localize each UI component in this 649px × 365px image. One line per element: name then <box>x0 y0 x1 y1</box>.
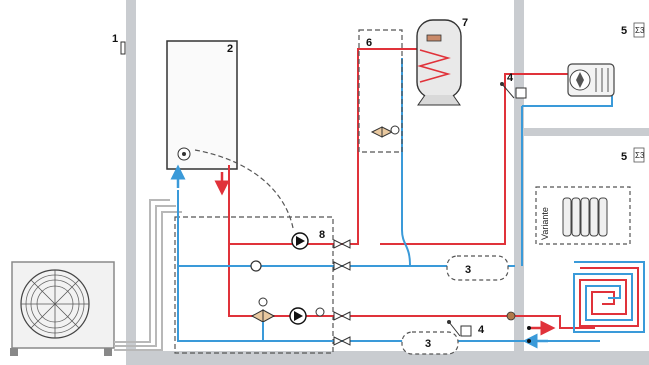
label-4-lower: 4 <box>478 324 485 336</box>
radiator-icon <box>562 197 608 237</box>
room-thermostat-lower-icon: Σ3 <box>633 147 645 163</box>
label-8: 8 <box>319 229 325 241</box>
upper-floor-slab <box>514 128 649 136</box>
cylinder-coil-icon <box>417 49 451 83</box>
boiler-to-group-dashed <box>194 149 294 229</box>
exterior-wall <box>126 0 136 365</box>
buffer-box-bottom <box>401 331 459 355</box>
building-walls <box>126 0 649 365</box>
buffer-box-top <box>446 255 509 281</box>
ball-valves <box>333 239 351 346</box>
label-2: 2 <box>227 43 233 55</box>
junction-dot-1 <box>527 326 531 330</box>
label-4-upper: 4 <box>507 72 514 84</box>
label-3-bottom: 3 <box>425 338 431 350</box>
label-5-upper: 5 <box>621 25 627 37</box>
dhw-group-box <box>358 29 403 153</box>
label-1: 1 <box>112 33 118 45</box>
zone-valve-upper-icon <box>500 82 527 99</box>
pump-group-box <box>174 216 334 354</box>
mixing-valve-icon <box>250 297 276 341</box>
pump-upper-icon <box>291 232 309 250</box>
outdoor-heat-pump-unit <box>10 261 115 356</box>
label-6: 6 <box>366 37 372 49</box>
fan-coil-unit-icon <box>567 63 615 97</box>
return-pipes <box>177 58 613 342</box>
label-7: 7 <box>462 17 468 29</box>
interior-wall-right <box>514 0 524 365</box>
pump-lower-icon <box>289 307 307 325</box>
underfloor-heating-spiral <box>573 261 645 333</box>
variant-label: Variante <box>540 207 550 240</box>
indoor-boiler-unit <box>166 40 238 170</box>
hot-water-cylinder <box>416 19 462 106</box>
room-thermostat-upper-icon: Σ3 <box>633 22 645 38</box>
floor-slab <box>126 351 649 365</box>
zone-valve-lower-icon <box>447 320 472 337</box>
label-5-lower: 5 <box>621 151 627 163</box>
thermostatic-valve-icon <box>506 311 516 321</box>
check-valve-icon <box>250 260 262 272</box>
refrigerant-lines <box>114 199 182 351</box>
label-3-top: 3 <box>465 264 471 276</box>
gauge-lower-icon <box>315 307 325 317</box>
flow-pipes <box>228 48 595 329</box>
outdoor-sensor-icon <box>120 41 126 55</box>
three-way-valve-icon <box>370 125 400 138</box>
variant-box <box>535 186 631 245</box>
thermostat-tag-upper: Σ3 <box>635 26 645 35</box>
junction-dot-2 <box>527 339 531 343</box>
thermostat-tag-lower: Σ3 <box>635 151 645 160</box>
